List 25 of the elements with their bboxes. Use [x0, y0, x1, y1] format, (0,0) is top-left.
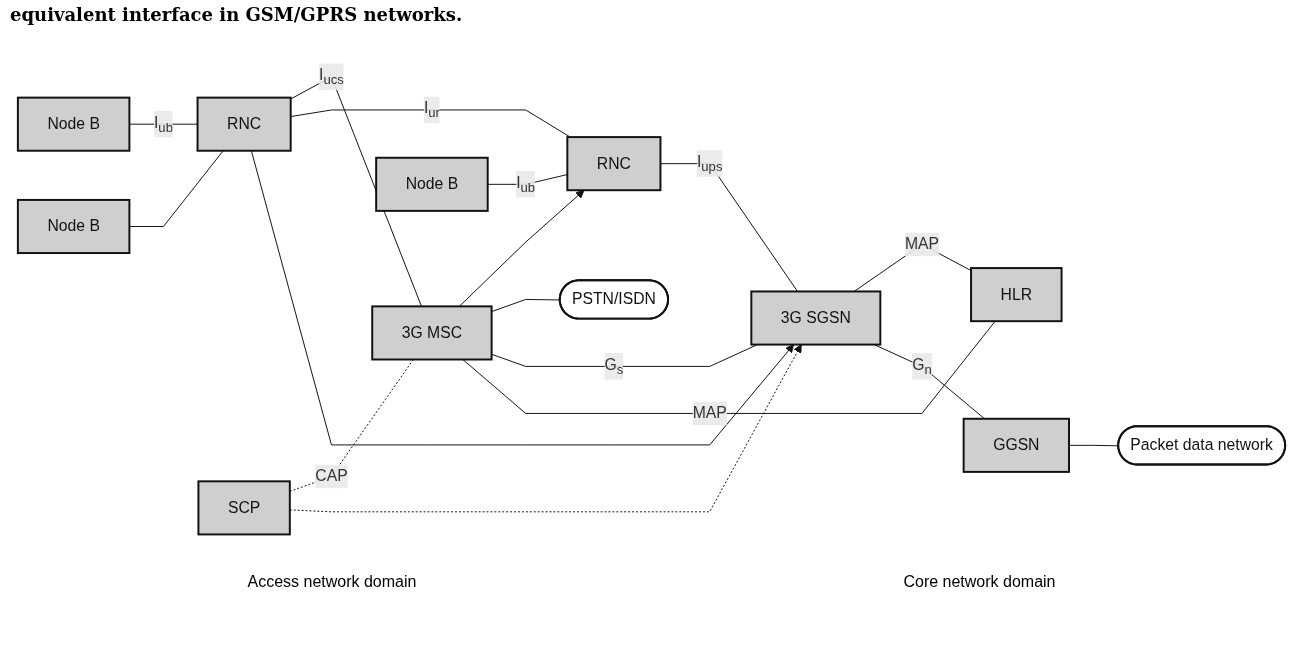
edge-label: I$_{ucs}$ [319, 66, 344, 88]
connector [462, 320, 996, 414]
node-box: RNC [196, 96, 292, 152]
edge-label: I$_{ub}$ [153, 113, 173, 135]
domain-label: Core network domain [903, 573, 1056, 591]
edge-label: MAP [692, 404, 727, 422]
node-box: Node B [375, 156, 489, 212]
connector [290, 109, 571, 138]
node-box: RNC [566, 136, 662, 192]
edge-label: I$_{ub}$ [516, 173, 536, 195]
edge-label: G$_{n}$ [912, 356, 932, 377]
node-box: Node B [16, 198, 131, 255]
node-box: Node B [16, 96, 131, 152]
edge-label: I$_{ur}$ [423, 99, 440, 121]
node-box: 3G MSC [371, 305, 493, 361]
edge-label: I$_{ups}$ [696, 153, 723, 175]
node-box: 3G SGSN [750, 290, 882, 346]
edge-label: G$_{s}$ [604, 356, 624, 377]
node-box: SCP [197, 480, 291, 536]
heading-text: equivalent interface in GSM/GPRS networks. [10, 4, 464, 25]
node-box: GGSN [962, 417, 1070, 473]
edge-label: MAP [904, 235, 940, 253]
edge-label: CAP [315, 467, 348, 485]
node-box: HLR [970, 267, 1063, 323]
domain-label: Access network domain [247, 573, 417, 591]
